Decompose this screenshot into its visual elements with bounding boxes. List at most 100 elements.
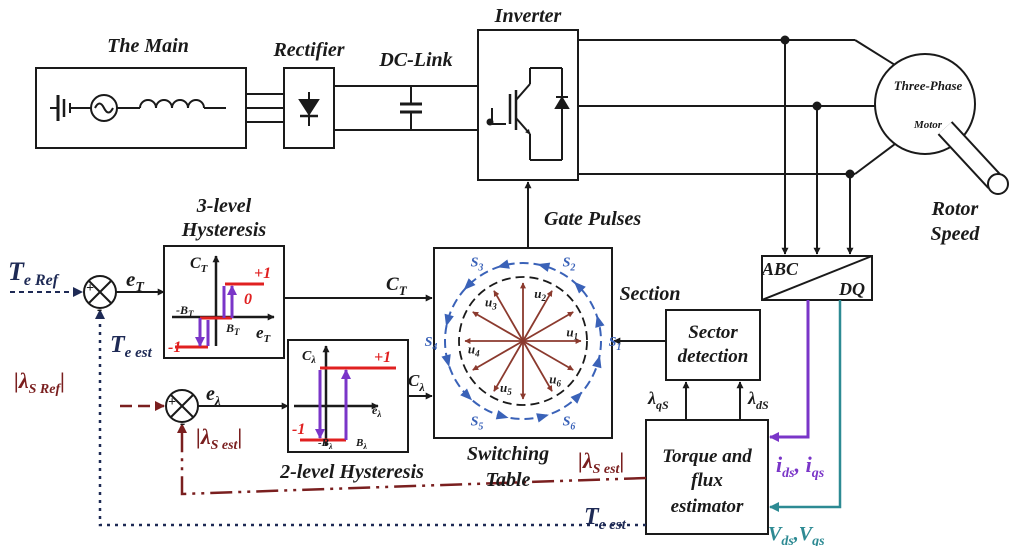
sector-arrow-icon [592,355,602,369]
hyst2-el: e [372,403,378,417]
svg-text:|λS est|: |λS est| [578,448,624,477]
flux-estimate-feedback [177,423,647,496]
svg-text:Cλ: Cλ [408,371,425,394]
torque-estimate-feedback [95,309,646,527]
flux-ref-label: |λ [14,368,29,393]
switching-table-title-2: Table [486,469,531,491]
svg-text:BT: BT [225,321,240,337]
vds-label: V [768,523,783,545]
abc-label: ABC [761,259,799,279]
et-signal-sub: T [135,280,145,295]
sector-arrow-icon [495,410,509,420]
hyst2-el-sub: λ [376,409,381,419]
svg-text:ids, iqs: ids, iqs [776,452,825,481]
hyst3-plus1: +1 [254,265,271,282]
vqs-sub: qs [812,534,825,546]
motor-label-bottom: Motor [913,119,943,131]
svg-text:eT: eT [256,323,272,345]
sector-arrow-icon [573,281,586,294]
rotor-shaft-end [987,173,1009,195]
svg-text:Vds,Vqs: Vds,Vqs [768,523,825,546]
ids-label: i [776,452,783,477]
hyst3-minus1: -1 [168,339,181,356]
svg-text:Bλ: Bλ [355,437,367,451]
vector-label: u4 [468,342,480,359]
hyst3-ct: C [190,255,201,272]
current-sensing [780,35,855,255]
voltage-vector [472,340,524,371]
flux-ref-sub: S Ref [29,382,62,397]
hyst2-minus1: -1 [292,421,305,438]
torque-flux-estimator-box [645,419,769,535]
sector-label: S4 [425,335,438,353]
minus-sign-2: - [180,415,185,432]
rotor-label-1: Rotor [931,198,979,220]
flux-est-input-label: |λ [196,424,211,449]
voltage-vector [522,290,553,342]
flux-est-feedback-end: | [619,448,624,473]
hyst2-negB: -B [318,437,329,449]
svg-text:λqS: λqS [647,388,669,412]
vector-label: u3 [485,295,497,312]
sector-label: S1 [609,335,622,353]
inductor-icon [139,99,205,109]
sector-label-2: detection [678,346,749,367]
sector-label: S3 [471,255,484,273]
sector-arrow-icon [441,354,451,367]
sector-arrow-icon [497,259,510,269]
hyst3-ct-sub: T [201,263,209,275]
dq-label: DQ [838,279,865,299]
ct-signal-sub: T [399,283,408,298]
hyst3-posB-sub: T [234,327,240,337]
rectifier-box [283,67,335,149]
sector-label: S2 [563,255,576,273]
hyst3-title-2: Hysteresis [181,219,267,241]
voltage-feedback-line [769,300,842,512]
switching-table [433,247,613,439]
cl-signal-label: C [408,371,420,390]
abc-dq-transform [761,255,873,301]
ct-signal-label: C [386,274,399,295]
svg-text:|λS Ref|: |λS Ref| [14,368,65,397]
lds-label: λ [747,388,756,408]
vqs-label: V [799,523,814,545]
hyst2-title: 2-level Hysteresis [279,461,424,483]
svg-text:CT: CT [190,255,209,275]
switching-table-title-1: Switching [467,443,549,465]
sector-arrow-icon [595,315,605,328]
flux-est-feedback-sub: S est [593,462,621,477]
te-ref-label: T [8,257,25,286]
vector-label: u2 [534,286,546,303]
iqs-sub: qs [812,466,825,481]
main-supply-label: The Main [107,35,189,57]
hyst3-zero: 0 [244,291,252,308]
cl-signal-sub: λ [418,380,425,394]
gate-pulses-label: Gate Pulses [544,208,641,230]
torque-summing-junction [83,275,117,309]
svg-text:eλ: eλ [206,383,221,408]
current-feedback-line [769,300,810,442]
voltage-vector [472,311,524,342]
power-stage [35,29,1009,248]
lqs-label: λ [647,388,656,408]
voltage-vector [522,340,553,392]
sector-arrow-icon [536,413,549,423]
section-label: Section [619,283,680,305]
svg-text:eT: eT [126,267,145,295]
et-signal-label: e [126,267,135,291]
sector-label: S5 [471,415,484,433]
svg-text:-Bλ: -Bλ [318,437,333,451]
estimator-label-2: flux [691,470,723,491]
estimator-label-3: estimator [671,496,744,517]
sector-detection-box [665,309,761,381]
dclink-label: DC-Link [378,49,452,71]
flux-est-feedback-label: |λ [578,448,593,473]
vector-label: u6 [549,371,561,388]
lqs-sub: qS [656,398,669,412]
inverter-label: Inverter [494,5,562,27]
hyst2-cl-sub: λ [310,355,316,366]
sector-arrow-icon [537,262,551,272]
el-signal-label: e [206,383,215,405]
hyst2-negB-sub: λ [328,442,333,451]
